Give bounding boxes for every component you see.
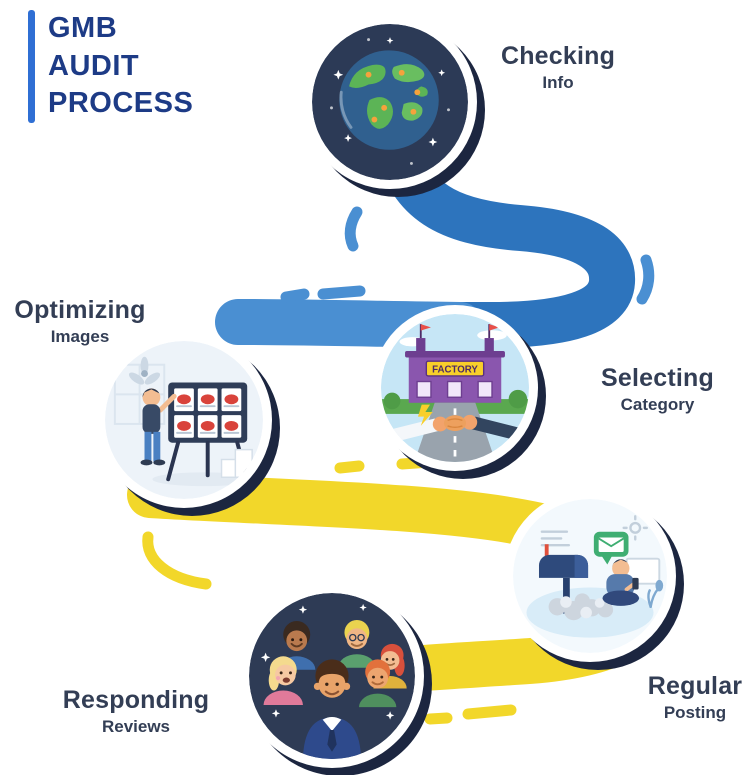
step-subtitle: Info (542, 73, 574, 92)
crowd-reviews-icon (249, 593, 415, 759)
step-label-selecting-category: Selecting Category (585, 364, 730, 415)
step-label-responding-reviews: Responding Reviews (50, 686, 222, 737)
step-subtitle: Category (620, 395, 695, 414)
step-title: Selecting (601, 364, 714, 392)
title-line-1: GMB (48, 12, 118, 44)
step-title: Responding (62, 686, 210, 714)
process-path-blue (375, 125, 636, 348)
page-title: GMB AUDIT PROCESS (48, 10, 193, 123)
step-subtitle: Posting (663, 703, 727, 722)
step-subtitle: Images (50, 327, 110, 346)
step-title: Regular (647, 672, 743, 700)
step-title: Optimizing (14, 296, 146, 324)
title-line-3: PROCESS (48, 87, 194, 120)
step-circle-selecting-category: FACTORY (372, 305, 538, 471)
step-label-regular-posting: Regular Posting (642, 672, 748, 723)
step-title: Checking (500, 42, 616, 70)
blue-dash-accents (280, 206, 681, 632)
title-accent-bar (28, 10, 35, 124)
factory-sign-text: FACTORY (432, 364, 478, 375)
step-circle-responding-reviews (240, 584, 424, 768)
title-block: GMB AUDIT PROCESS (28, 10, 193, 124)
earth-globe-icon (312, 24, 468, 180)
step-circle-checking-info (303, 15, 477, 189)
step-label-checking-info: Checking Info (486, 42, 630, 93)
step-subtitle: Reviews (101, 717, 171, 736)
step-circle-optimizing-images (96, 332, 272, 508)
factory-handshake-icon: FACTORY (381, 314, 529, 462)
title-line-2: AUDIT (48, 49, 140, 82)
step-circle-regular-posting (504, 490, 676, 662)
step-label-optimizing-images: Optimizing Images (0, 296, 160, 347)
presentation-board-icon (105, 341, 263, 499)
mailbox-posting-icon (513, 499, 667, 653)
